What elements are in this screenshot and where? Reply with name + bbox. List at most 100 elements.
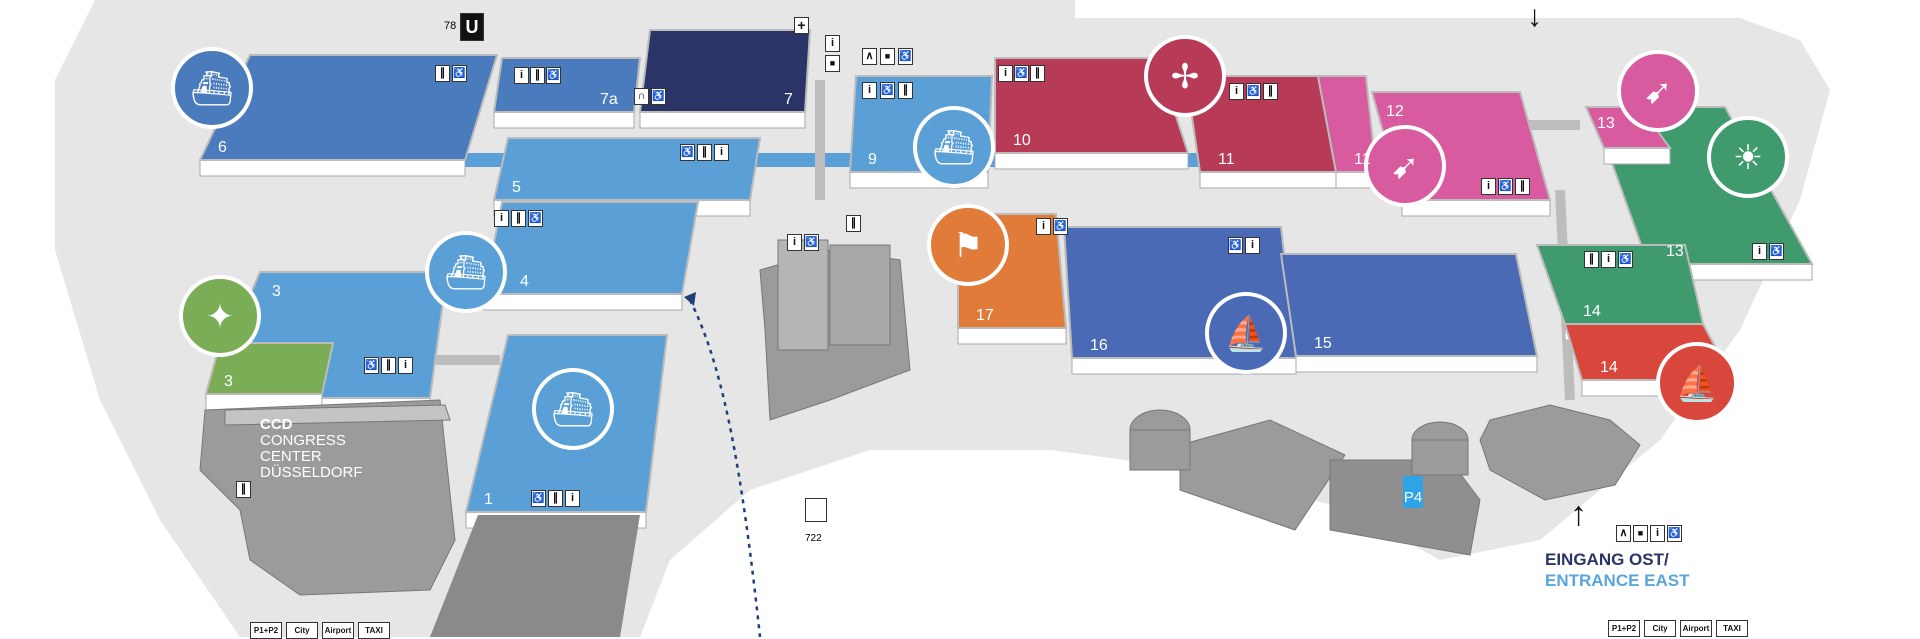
hall-number: 3	[272, 283, 281, 300]
svg-text:➹: ➹	[1391, 148, 1420, 186]
hall-number: 11	[1218, 151, 1235, 168]
wheelchair-icon	[531, 490, 546, 507]
route-arrow-icon	[684, 292, 696, 306]
wheelchair-icon	[804, 234, 819, 251]
info-icon	[714, 144, 729, 161]
restaurant-icon	[898, 82, 913, 99]
hall-6[interactable]	[198, 54, 499, 177]
wheelchair-icon	[546, 67, 561, 84]
central-building	[759, 239, 911, 421]
restaurant-icon	[435, 65, 450, 82]
svg-text:☀: ☀	[1733, 139, 1763, 177]
transport-city-icon: City	[286, 622, 318, 639]
restaurant-icon	[511, 210, 526, 227]
city-bus-icon	[805, 498, 827, 522]
ccd-line2: CENTER	[260, 448, 322, 465]
wheelchair-icon	[1769, 243, 1784, 260]
info-icon	[998, 65, 1013, 82]
hall-number: 15	[1314, 335, 1332, 352]
congress-center-building	[199, 399, 456, 596]
wheelchair-icon	[1014, 65, 1029, 82]
hall-roof	[204, 342, 335, 395]
wheelchair-icon	[452, 65, 467, 82]
info-icon	[398, 357, 413, 374]
info-icon	[514, 67, 529, 84]
info-icon	[787, 234, 802, 251]
info-icon	[1650, 525, 1665, 542]
chapel-icon	[634, 88, 649, 105]
cloakroom-icon	[1616, 525, 1631, 542]
hall-base	[957, 327, 1067, 345]
info-icon	[1036, 218, 1051, 235]
boat-icon: ⛴	[532, 368, 614, 450]
transport-p1p2-icon: P1+P2	[1608, 620, 1640, 637]
restaurant-icon	[381, 357, 396, 374]
restaurant-icon	[1030, 65, 1045, 82]
entrance-east-en: ENTRANCE EAST	[1545, 571, 1690, 590]
svg-text:⛵: ⛵	[1225, 314, 1267, 353]
restaurant-icon	[548, 490, 563, 507]
hall-number: 10	[1013, 132, 1031, 149]
restaurant-icon	[1584, 251, 1599, 268]
hall-number: 9	[868, 151, 877, 168]
hall-15[interactable]	[1279, 253, 1539, 373]
info-icon	[494, 210, 509, 227]
hall-11p[interactable]	[1316, 75, 1378, 189]
wheelchair-icon	[680, 144, 695, 161]
restaurant-icon	[697, 144, 712, 161]
hall-roof	[638, 29, 812, 113]
hall-number: 13	[1597, 115, 1615, 132]
transport-taxi-icon: TAXI	[358, 622, 390, 639]
info-icon	[1229, 83, 1244, 100]
hall-1-stands	[430, 515, 640, 637]
hall-number: 6	[218, 139, 227, 156]
luggage-icon	[1633, 525, 1648, 542]
transport-airport-icon: Airport	[322, 622, 354, 639]
fish-icon: ✦	[179, 275, 261, 357]
wheelchair-icon	[1667, 525, 1682, 542]
info-icon	[1481, 178, 1496, 195]
restaurant-icon	[1263, 83, 1278, 100]
entrance-north-arrow-icon: ↓	[1527, 0, 1542, 33]
first-aid-icon	[794, 17, 809, 34]
hall-roof	[1279, 253, 1539, 357]
hall-number: 12	[1386, 103, 1404, 120]
ccd-label: CCD CONGRESS CENTER DÜSSELDORF	[260, 417, 363, 481]
wheelchair-icon	[1228, 237, 1243, 254]
restaurant-icon	[1515, 178, 1530, 195]
wheelchair-icon	[528, 210, 543, 227]
svg-text:✢: ✢	[1171, 58, 1200, 96]
wheelchair-icon	[1053, 218, 1068, 235]
diver-icon: ➹	[1364, 125, 1446, 207]
hall-number: 5	[512, 179, 521, 196]
fan-icon: ✢	[1144, 35, 1226, 117]
hall-base	[493, 111, 635, 129]
magnet-number: 78	[444, 20, 457, 32]
info-icon	[1752, 243, 1767, 260]
bus-number: 722	[805, 533, 822, 544]
hall-3g[interactable]	[204, 342, 335, 411]
wheelchair-icon	[880, 82, 895, 99]
boat-icon: ⛴	[171, 47, 253, 129]
svg-text:⚑: ⚑	[953, 227, 983, 265]
hall-base	[639, 111, 806, 129]
hall-13p[interactable]	[1584, 106, 1672, 165]
hall-base	[483, 293, 683, 311]
restaurant-icon	[530, 67, 545, 84]
hall-base	[1603, 147, 1671, 165]
transport-p1p2-icon: P1+P2	[250, 622, 282, 639]
hall-7[interactable]	[638, 29, 812, 129]
info-icon	[1601, 251, 1616, 268]
cloakroom-icon	[862, 48, 877, 65]
entrance-east-de: EINGANG OST/	[1545, 550, 1669, 569]
hall-number: 11	[1354, 151, 1371, 168]
entrance-arrow-icon: ↑	[1570, 495, 1587, 533]
hall-base	[1295, 355, 1538, 373]
sailboat-icon: ⛵	[1205, 292, 1287, 374]
transport-taxi-icon: TAXI	[1716, 620, 1748, 637]
hall-number: 4	[520, 273, 529, 290]
luggage-icon	[880, 48, 895, 65]
hall-number: 3	[224, 373, 233, 390]
